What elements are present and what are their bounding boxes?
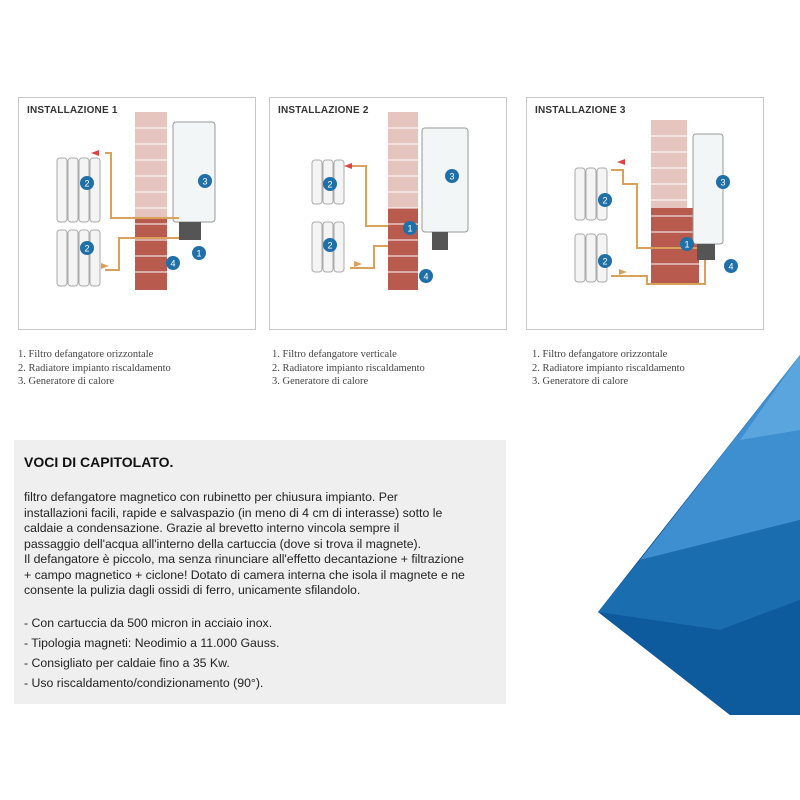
marker-2-bottom: 2	[598, 254, 612, 268]
spec-bullet: - Uso riscaldamento/condizionamento (90°…	[24, 675, 264, 690]
filter-device	[697, 244, 715, 260]
legend-item: 1. Filtro defangatore orizzontale	[532, 349, 668, 360]
svg-text:3: 3	[720, 178, 725, 188]
marker-4: 4	[419, 269, 433, 283]
spec-line: filtro defangatore magnetico con rubinet…	[24, 490, 398, 504]
legend-item: 3. Generatore di calore	[532, 376, 629, 387]
spec-bullets: - Con cartuccia da 500 micron in acciaio…	[24, 613, 496, 693]
radiator-top	[311, 159, 345, 205]
marker-2-top: 2	[598, 193, 612, 207]
legend-item: 2. Radiatore impianto riscaldamento	[18, 362, 171, 374]
marker-2-bottom: 2	[323, 238, 337, 252]
marker-2-top: 2	[80, 176, 94, 190]
filter-device	[432, 232, 448, 250]
spec-line: + campo magnetico + ciclone! Dotato di c…	[24, 567, 465, 582]
svg-text:4: 4	[423, 272, 428, 282]
svg-text:3: 3	[202, 177, 207, 187]
panel-title: INSTALLAZIONE 2	[278, 105, 369, 116]
marker-2-bottom: 2	[80, 241, 94, 255]
installation-panel-3: INSTALLAZIONE 3	[526, 97, 764, 330]
installation-diagram-2: 1 2 2 3 4	[311, 112, 469, 290]
boiler	[421, 127, 469, 233]
radiator-bottom	[56, 229, 101, 287]
svg-text:2: 2	[602, 257, 607, 267]
spec-line: passaggio dell'acqua all'interno della c…	[24, 536, 422, 551]
svg-text:3: 3	[449, 172, 454, 182]
legend-3: 1. Filtro defangatore orizzontale 2. Rad…	[532, 348, 685, 389]
pipes	[350, 165, 388, 269]
marker-3: 3	[198, 174, 212, 188]
panel-title: INSTALLAZIONE 3	[535, 105, 626, 116]
marker-3: 3	[716, 175, 730, 189]
svg-text:1: 1	[196, 249, 201, 259]
filter-device	[179, 222, 201, 240]
brick-wall	[388, 112, 418, 290]
legend-item: 3. Generatore di calore	[18, 376, 115, 387]
legend-2: 1. Filtro defangatore verticale 2. Radia…	[272, 348, 425, 389]
installation-diagram-1: 1 2 2 3 4	[56, 112, 216, 290]
legend-item: 2. Radiatore impianto riscaldamento	[532, 362, 685, 374]
marker-1: 1	[403, 221, 417, 235]
legend-1: 1. Filtro defangatore orizzontale 2. Rad…	[18, 348, 171, 389]
spec-line: Il defangatore è piccolo, ma senza rinun…	[24, 552, 464, 566]
svg-text:2: 2	[327, 241, 332, 251]
boiler	[172, 121, 216, 223]
spec-bullet: - Consigliato per caldaie fino a 35 Kw.	[24, 655, 230, 670]
spec-bullet: - Con cartuccia da 500 micron in acciaio…	[24, 615, 273, 630]
spec-heading: VOCI DI CAPITOLATO.	[24, 454, 174, 470]
panel-title: INSTALLAZIONE 1	[27, 105, 118, 116]
brick-wall	[135, 112, 167, 290]
legend-item: 3. Generatore di calore	[272, 376, 369, 387]
spec-description: filtro defangatore magnetico con rubinet…	[24, 490, 496, 599]
brick-wall	[651, 120, 699, 284]
radiator-top	[574, 167, 608, 221]
spec-box: VOCI DI CAPITOLATO. filtro defangatore m…	[14, 440, 506, 704]
pipes	[105, 152, 179, 271]
svg-text:2: 2	[327, 180, 332, 190]
pipes	[611, 169, 706, 285]
svg-text:1: 1	[407, 224, 412, 234]
radiator-top	[56, 157, 101, 223]
spec-line: consente la pulizia dagli ossidi di ferr…	[24, 583, 361, 597]
svg-text:1: 1	[684, 240, 689, 250]
marker-1: 1	[680, 237, 694, 251]
marker-4: 4	[724, 259, 738, 273]
svg-text:2: 2	[602, 196, 607, 206]
marker-4: 4	[166, 256, 180, 270]
installation-panel-2: INSTALLAZIONE 2	[269, 97, 507, 330]
svg-text:4: 4	[728, 262, 733, 272]
legend-item: 2. Radiatore impianto riscaldamento	[272, 362, 425, 374]
marker-1: 1	[192, 246, 206, 260]
boiler	[692, 133, 724, 245]
spec-line: caldaie a condensazione. Grazie al breve…	[24, 521, 400, 535]
installation-diagram-3: 1 2 2 3 4	[574, 120, 738, 285]
svg-text:2: 2	[84, 179, 89, 189]
marker-3: 3	[445, 169, 459, 183]
legend-item: 1. Filtro defangatore orizzontale	[18, 349, 154, 360]
spec-line: installazioni facili, rapide e salvaspaz…	[24, 505, 443, 520]
legend-item: 1. Filtro defangatore verticale	[272, 349, 397, 360]
svg-text:4: 4	[170, 259, 175, 269]
installation-panel-1: INSTALLAZIONE 1	[18, 97, 256, 330]
svg-text:2: 2	[84, 244, 89, 254]
spec-bullet: - Tipologia magneti: Neodimio a 11.000 G…	[24, 635, 280, 650]
marker-2-top: 2	[323, 177, 337, 191]
